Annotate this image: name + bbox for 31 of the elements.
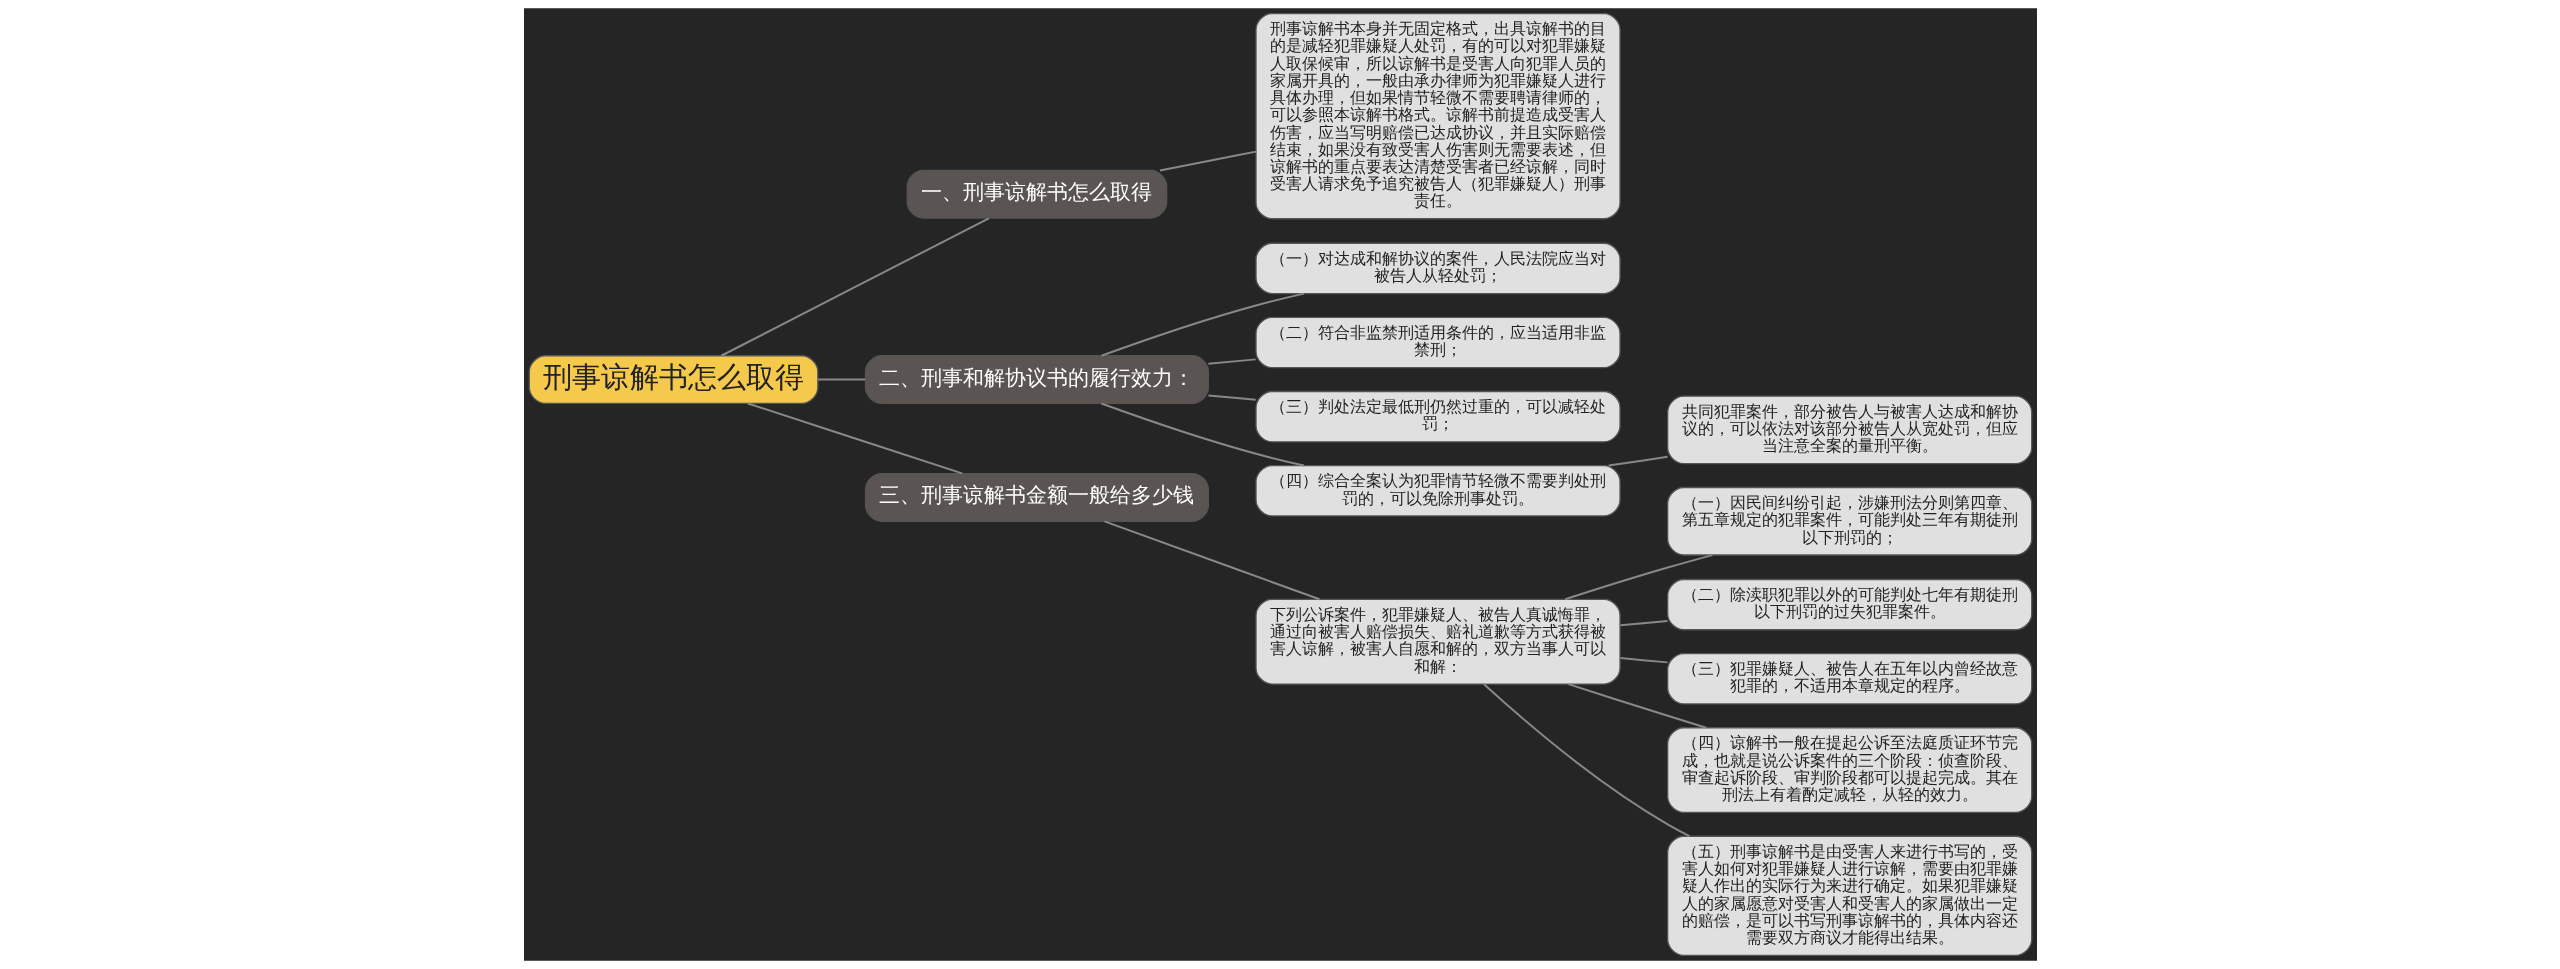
connector (1619, 620, 1668, 627)
connector (1566, 683, 1707, 729)
connector (1103, 520, 1320, 601)
node-box: （四）综合全案认为犯罪情节轻微不需要判处刑罚的，可以免除刑事处罚。 (1254, 464, 1621, 517)
connector (1607, 455, 1669, 467)
node-box: （五）刑事谅解书是由受害人来进行书写的，受害人如何对犯罪嫌疑人进行谅解，需要由犯罪嫌疑人作出的实际行为来进行确定。如果犯罪嫌疑人的家属愿意对受害人和受害人的家属做出一定的赔偿，是可以书写刑事谅解书的，具体内容还需要双方商议才能得出结果。 (1666, 835, 2032, 957)
node-box: （三）判处法定最低刑仍然过重的，可以减轻处罚； (1254, 390, 1621, 443)
connector (816, 378, 866, 381)
node-box: （二）除渎职犯罪以外的可能判处七年有期徒刑以下刑罚的过失犯罪案件。 (1666, 578, 2032, 631)
connector (1158, 150, 1257, 172)
connector (1206, 358, 1257, 365)
node-box: 三、刑事谅解书金额一般给多少钱 (864, 472, 1209, 522)
node-box: （四）谅解书一般在提起公诉至法庭质证环节完成，也就是说公诉案件的三个阶段：侦查阶段、审查起诉阶段、审判阶段都可以提起完成。其在刑法上有着酌定减轻，从轻的效力。 (1666, 727, 2032, 814)
connector (1206, 394, 1257, 401)
connector (1099, 292, 1305, 357)
node-box: 下列公诉案件，犯罪嫌疑人、被告人真诚悔罪，通过向被害人赔偿损失、赔礼道歉等方式获得被害人谅解，被害人自愿和解的，双方当事人可以和解： (1254, 598, 1621, 685)
connector (1619, 657, 1668, 664)
connector (1482, 683, 1690, 838)
node-box: 二、刑事和解协议书的履行效力： (864, 355, 1209, 405)
node-box: （二）符合非监禁刑适用条件的，应当适用非监禁刑； (1254, 316, 1621, 369)
node-box: 刑事谅解书怎么取得 (528, 355, 818, 405)
node-box: 共同犯罪案件，部分被告人与被害人达成和解协议的，可以依法对该部分被告人从宽处罚，但应当注意全案的量刑平衡。 (1666, 395, 2032, 465)
connector (746, 402, 963, 475)
connector (1563, 554, 1713, 601)
connector (1099, 402, 1305, 467)
node-box: （一）因民间纠纷引起，涉嫌刑法分则第四章、第五章规定的犯罪案件，可能判处三年有期徒刑以下刑罚的； (1666, 486, 2032, 556)
node-box: 一、刑事谅解书怎么取得 (906, 169, 1167, 219)
connector (719, 217, 990, 357)
node-box: （三）犯罪嫌疑人、被告人在五年以内曾经故意犯罪的，不适用本章规定的程序。 (1666, 652, 2032, 705)
node-box: 刑事谅解书本身并无固定格式，出具谅解书的目的是减轻犯罪嫌疑人处罚，有的可以对犯罪嫌疑人取保候审，所以谅解书是受害人向犯罪人员的家属开具的，一般由承办律师为犯罪嫌疑人进行具体办理，但如果情节轻微不需要聘请律师的，可以参照本谅解书格式。谅解书前提造成受害人伤害，应当写明赔偿已达成协议，并且实际赔偿结束，如果没有致受害人伤害则无需要表述，但谅解书的重点要表达清楚受害者已经谅解，同时受害人请求免予追究被告人（犯罪嫌疑人）刑事责任。 (1254, 12, 1621, 220)
node-box: （一）对达成和解协议的案件，人民法院应当对被告人从轻处罚； (1254, 242, 1621, 295)
